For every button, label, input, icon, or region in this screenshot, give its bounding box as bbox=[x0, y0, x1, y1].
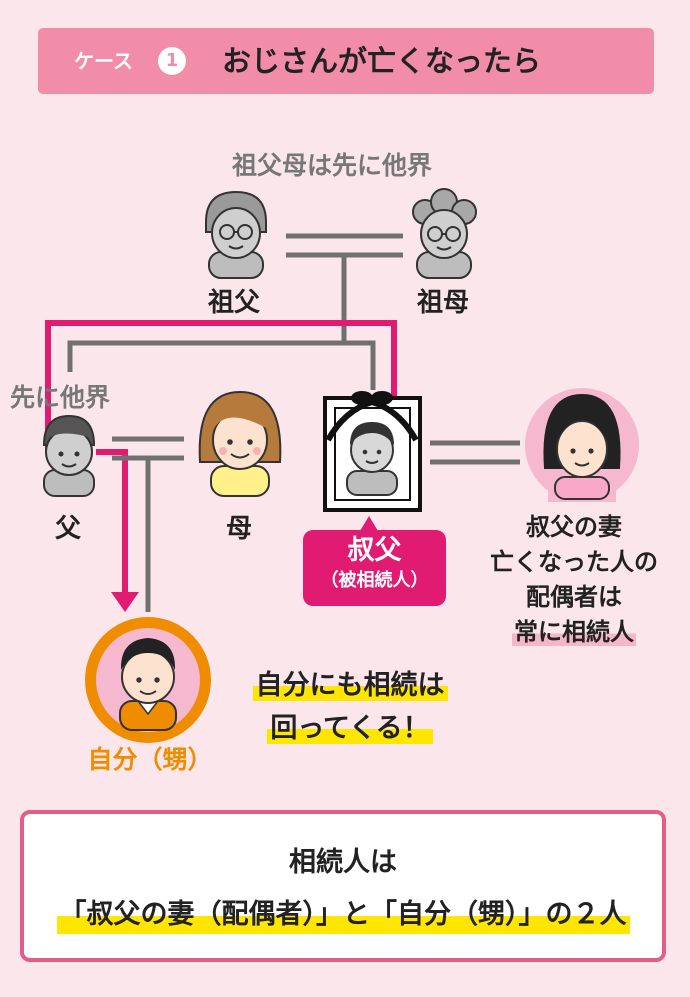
children-bracket-line bbox=[67, 340, 376, 390]
inheritance-arrowhead bbox=[111, 592, 139, 612]
mother-label: 母 bbox=[226, 514, 253, 544]
self-note-line: 回ってくる！ bbox=[267, 713, 433, 744]
uncle-memorial-portrait-icon bbox=[323, 391, 422, 512]
grandparents-marriage-line bbox=[286, 233, 403, 343]
self-note-line: 自分にも相続は bbox=[252, 670, 448, 701]
wife-note-highlight: 常に相続人 bbox=[512, 618, 636, 646]
grandmother-icon bbox=[412, 188, 477, 279]
uncle-callout: 叔父 （被相続人） bbox=[303, 530, 446, 606]
case-label: ケース bbox=[74, 49, 133, 73]
father-deceased-note: 先に他界 bbox=[10, 383, 111, 412]
father-icon bbox=[42, 414, 96, 497]
case-number-badge: 1 bbox=[158, 47, 186, 75]
self-icon bbox=[85, 617, 211, 743]
uncle-label: 叔父 bbox=[347, 535, 402, 566]
page-title: おじさんが亡くなったら bbox=[222, 44, 542, 78]
grandmother-label: 祖母 bbox=[417, 288, 470, 318]
header-banner bbox=[38, 28, 654, 94]
result-box: 相続人は 「叔父の妻（配偶者）」と「自分（甥）」の２人 bbox=[20, 810, 666, 962]
uncle-wife-icon bbox=[525, 388, 639, 502]
uncle-marriage-line bbox=[430, 440, 520, 465]
self-label: 自分（甥） bbox=[87, 745, 213, 774]
wife-note: 叔父の妻 亡くなった人の 配偶者は 常に相続人 bbox=[470, 510, 678, 650]
wife-note-line: 配偶者は bbox=[526, 583, 622, 611]
mother-icon bbox=[198, 390, 282, 497]
grandfather-icon bbox=[205, 190, 267, 279]
self-inheritance-note: 自分にも相続は 回ってくる！ bbox=[228, 664, 472, 750]
parents-marriage-line bbox=[112, 436, 184, 612]
inheritance-path-line bbox=[45, 320, 397, 595]
wife-note-line: 叔父の妻 bbox=[526, 513, 622, 541]
grandparents-deceased-note: 祖父母は先に他界 bbox=[232, 151, 433, 180]
result-heading: 相続人は bbox=[289, 847, 397, 878]
result-summary: 「叔父の妻（配偶者）」と「自分（甥）」の２人 bbox=[56, 896, 630, 934]
uncle-role-label: （被相続人） bbox=[320, 570, 429, 591]
grandfather-label: 祖父 bbox=[208, 288, 261, 318]
wife-note-line: 亡くなった人の bbox=[490, 548, 658, 576]
uncle-callout-pointer bbox=[360, 516, 378, 531]
father-label: 父 bbox=[55, 514, 82, 544]
